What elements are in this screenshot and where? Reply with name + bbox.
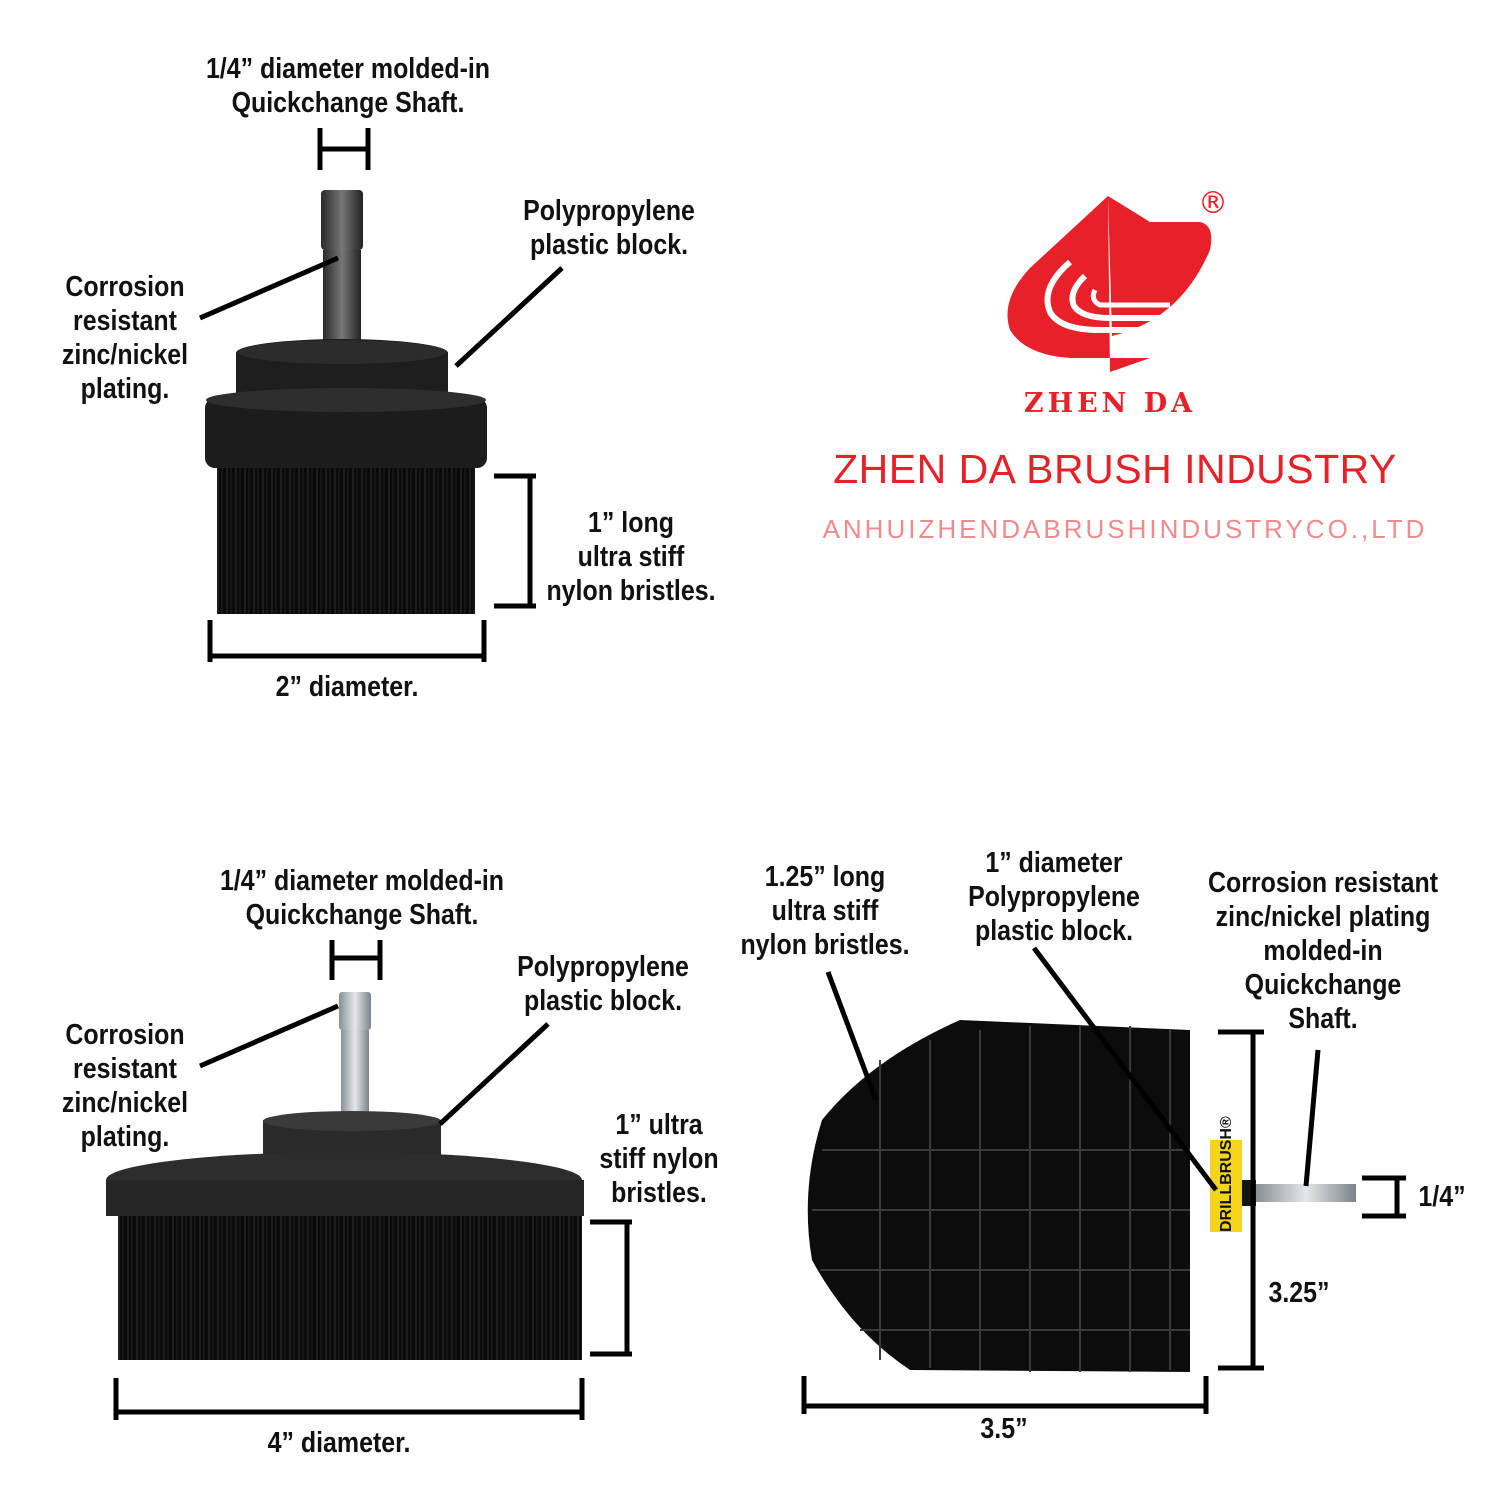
brush-2in xyxy=(205,190,487,614)
label-plating-cylinder: Corrosion resistant zinc/nickel plating … xyxy=(1207,867,1439,1035)
hex-shaft xyxy=(1256,1184,1356,1202)
brush-cylinder xyxy=(807,1020,1356,1372)
nylon-bristles xyxy=(118,1216,582,1360)
cylinder-bristles xyxy=(807,1020,1190,1372)
registered-mark: ® xyxy=(1198,186,1228,221)
zhenda-logo xyxy=(1007,196,1212,372)
label-shaft-size-cylinder: 1/4” xyxy=(1418,1181,1466,1213)
label-height-cylinder: 3.25” xyxy=(1268,1277,1330,1309)
hex-shaft xyxy=(321,190,363,250)
label-block-cylinder: 1” diameter Polypropylene plastic block. xyxy=(968,847,1140,947)
brush-4in xyxy=(106,992,584,1360)
label-shaft-4in: 1/4” diameter molded-in Quickchange Shaf… xyxy=(219,865,505,931)
brand-name: ZHEN DA BRUSH INDUSTRY xyxy=(833,446,1397,492)
nylon-bristles xyxy=(217,468,475,614)
hex-shaft xyxy=(339,992,371,1030)
label-block-2in: Polypropylene plastic block. xyxy=(523,195,695,261)
label-bristles-cylinder: 1.25” long ultra stiff nylon bristles. xyxy=(740,861,910,961)
plastic-block xyxy=(106,1180,584,1216)
dimension-lines-4in xyxy=(113,940,632,1420)
company-name: ANHUIZHENDABRUSHINDUSTRYCO.,LTD xyxy=(822,514,1428,544)
label-shaft-2in: 1/4” diameter molded-in Quickchange Shaf… xyxy=(205,53,491,119)
plastic-block xyxy=(205,398,487,468)
label-diameter-4in: 4” diameter. xyxy=(267,1427,411,1459)
label-block-4in: Polypropylene plastic block. xyxy=(517,951,689,1017)
label-plating-2in: Corrosion resistant zinc/nickel plating. xyxy=(61,271,189,405)
brand-wordmark: ZHEN DA xyxy=(1023,388,1197,419)
label-length-cylinder: 3.5” xyxy=(980,1413,1028,1445)
label-bristles-4in: 1” ultra stiff nylon bristles. xyxy=(599,1109,719,1209)
label-diameter-2in: 2” diameter. xyxy=(275,671,419,703)
drillbrush-tag-label: DRILLBRUSH® xyxy=(1218,1116,1235,1232)
dimension-lines-cylinder xyxy=(801,946,1406,1414)
dimension-lines-2in xyxy=(199,128,564,662)
label-bristles-2in: 1” long ultra stiff nylon bristles. xyxy=(546,507,716,607)
label-plating-4in: Corrosion resistant zinc/nickel plating. xyxy=(61,1019,189,1153)
